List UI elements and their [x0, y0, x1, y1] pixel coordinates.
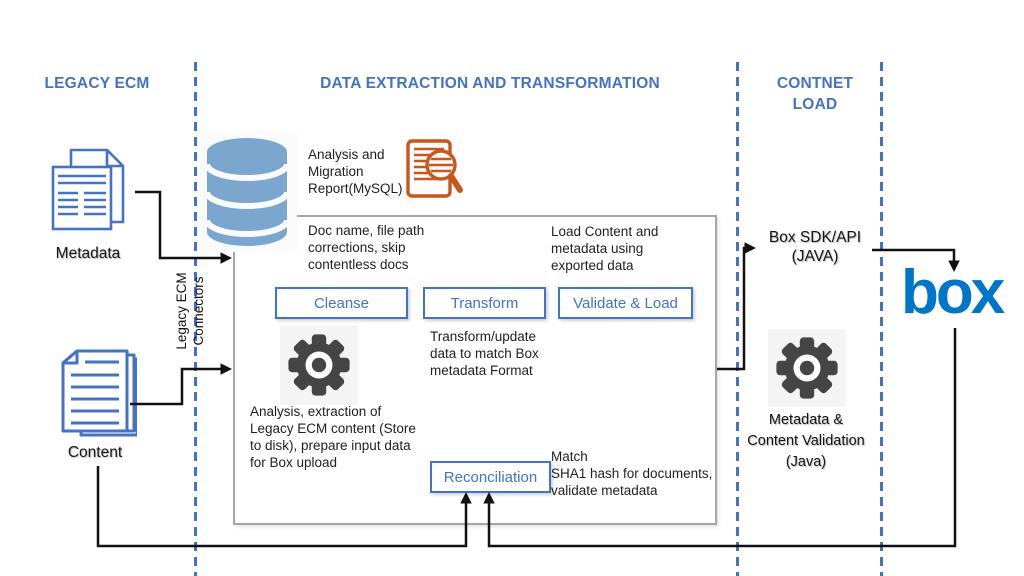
- metadata-content-validation-label: Metadata & Content Validation (Java): [747, 412, 865, 470]
- doc-corrections-note: Doc name, file path corrections, skip co…: [308, 223, 425, 272]
- content-label: Content: [67, 444, 123, 461]
- metadata-document-icon: [45, 147, 131, 246]
- extraction-gear-icon: [280, 325, 358, 405]
- database-icon: [197, 131, 297, 252]
- arrow-process-to-sdk: [717, 242, 756, 371]
- transform-update-note: Transform/update data to match Box metad…: [430, 329, 539, 378]
- lane-title-data-extraction: DATA EXTRACTION AND TRANSFORMATION: [320, 75, 660, 92]
- content-documents-icon: [55, 349, 139, 452]
- reconciliation-button: Reconciliation: [430, 461, 551, 493]
- validation-gear-icon: [768, 329, 846, 407]
- lane-title-legacy-ecm: LEGACY ECM: [44, 75, 150, 92]
- load-content-note: Load Content and metadata using exported…: [551, 224, 659, 273]
- box-sdk-api-label: Box SDK/API (JAVA): [768, 229, 862, 265]
- metadata-label: Metadata: [55, 245, 121, 262]
- validate-load-button: Validate & Load: [558, 287, 693, 319]
- cleanse-button: Cleanse: [275, 287, 408, 319]
- report-search-icon: [405, 138, 467, 209]
- match-sha1-note: Match SHA1 hash for documents, validate …: [551, 449, 713, 498]
- transform-button: Transform: [423, 287, 546, 319]
- lane-title-content-load: CONTNET LOAD: [776, 75, 854, 113]
- box-logo: box: [901, 258, 1005, 327]
- arrow-content-to-process: [130, 363, 232, 406]
- legacy-ecm-connectors-label: Legacy ECM Connectors: [174, 272, 206, 350]
- analysis-migration-report-note: Analysis and Migration Report(MySQL): [308, 147, 403, 196]
